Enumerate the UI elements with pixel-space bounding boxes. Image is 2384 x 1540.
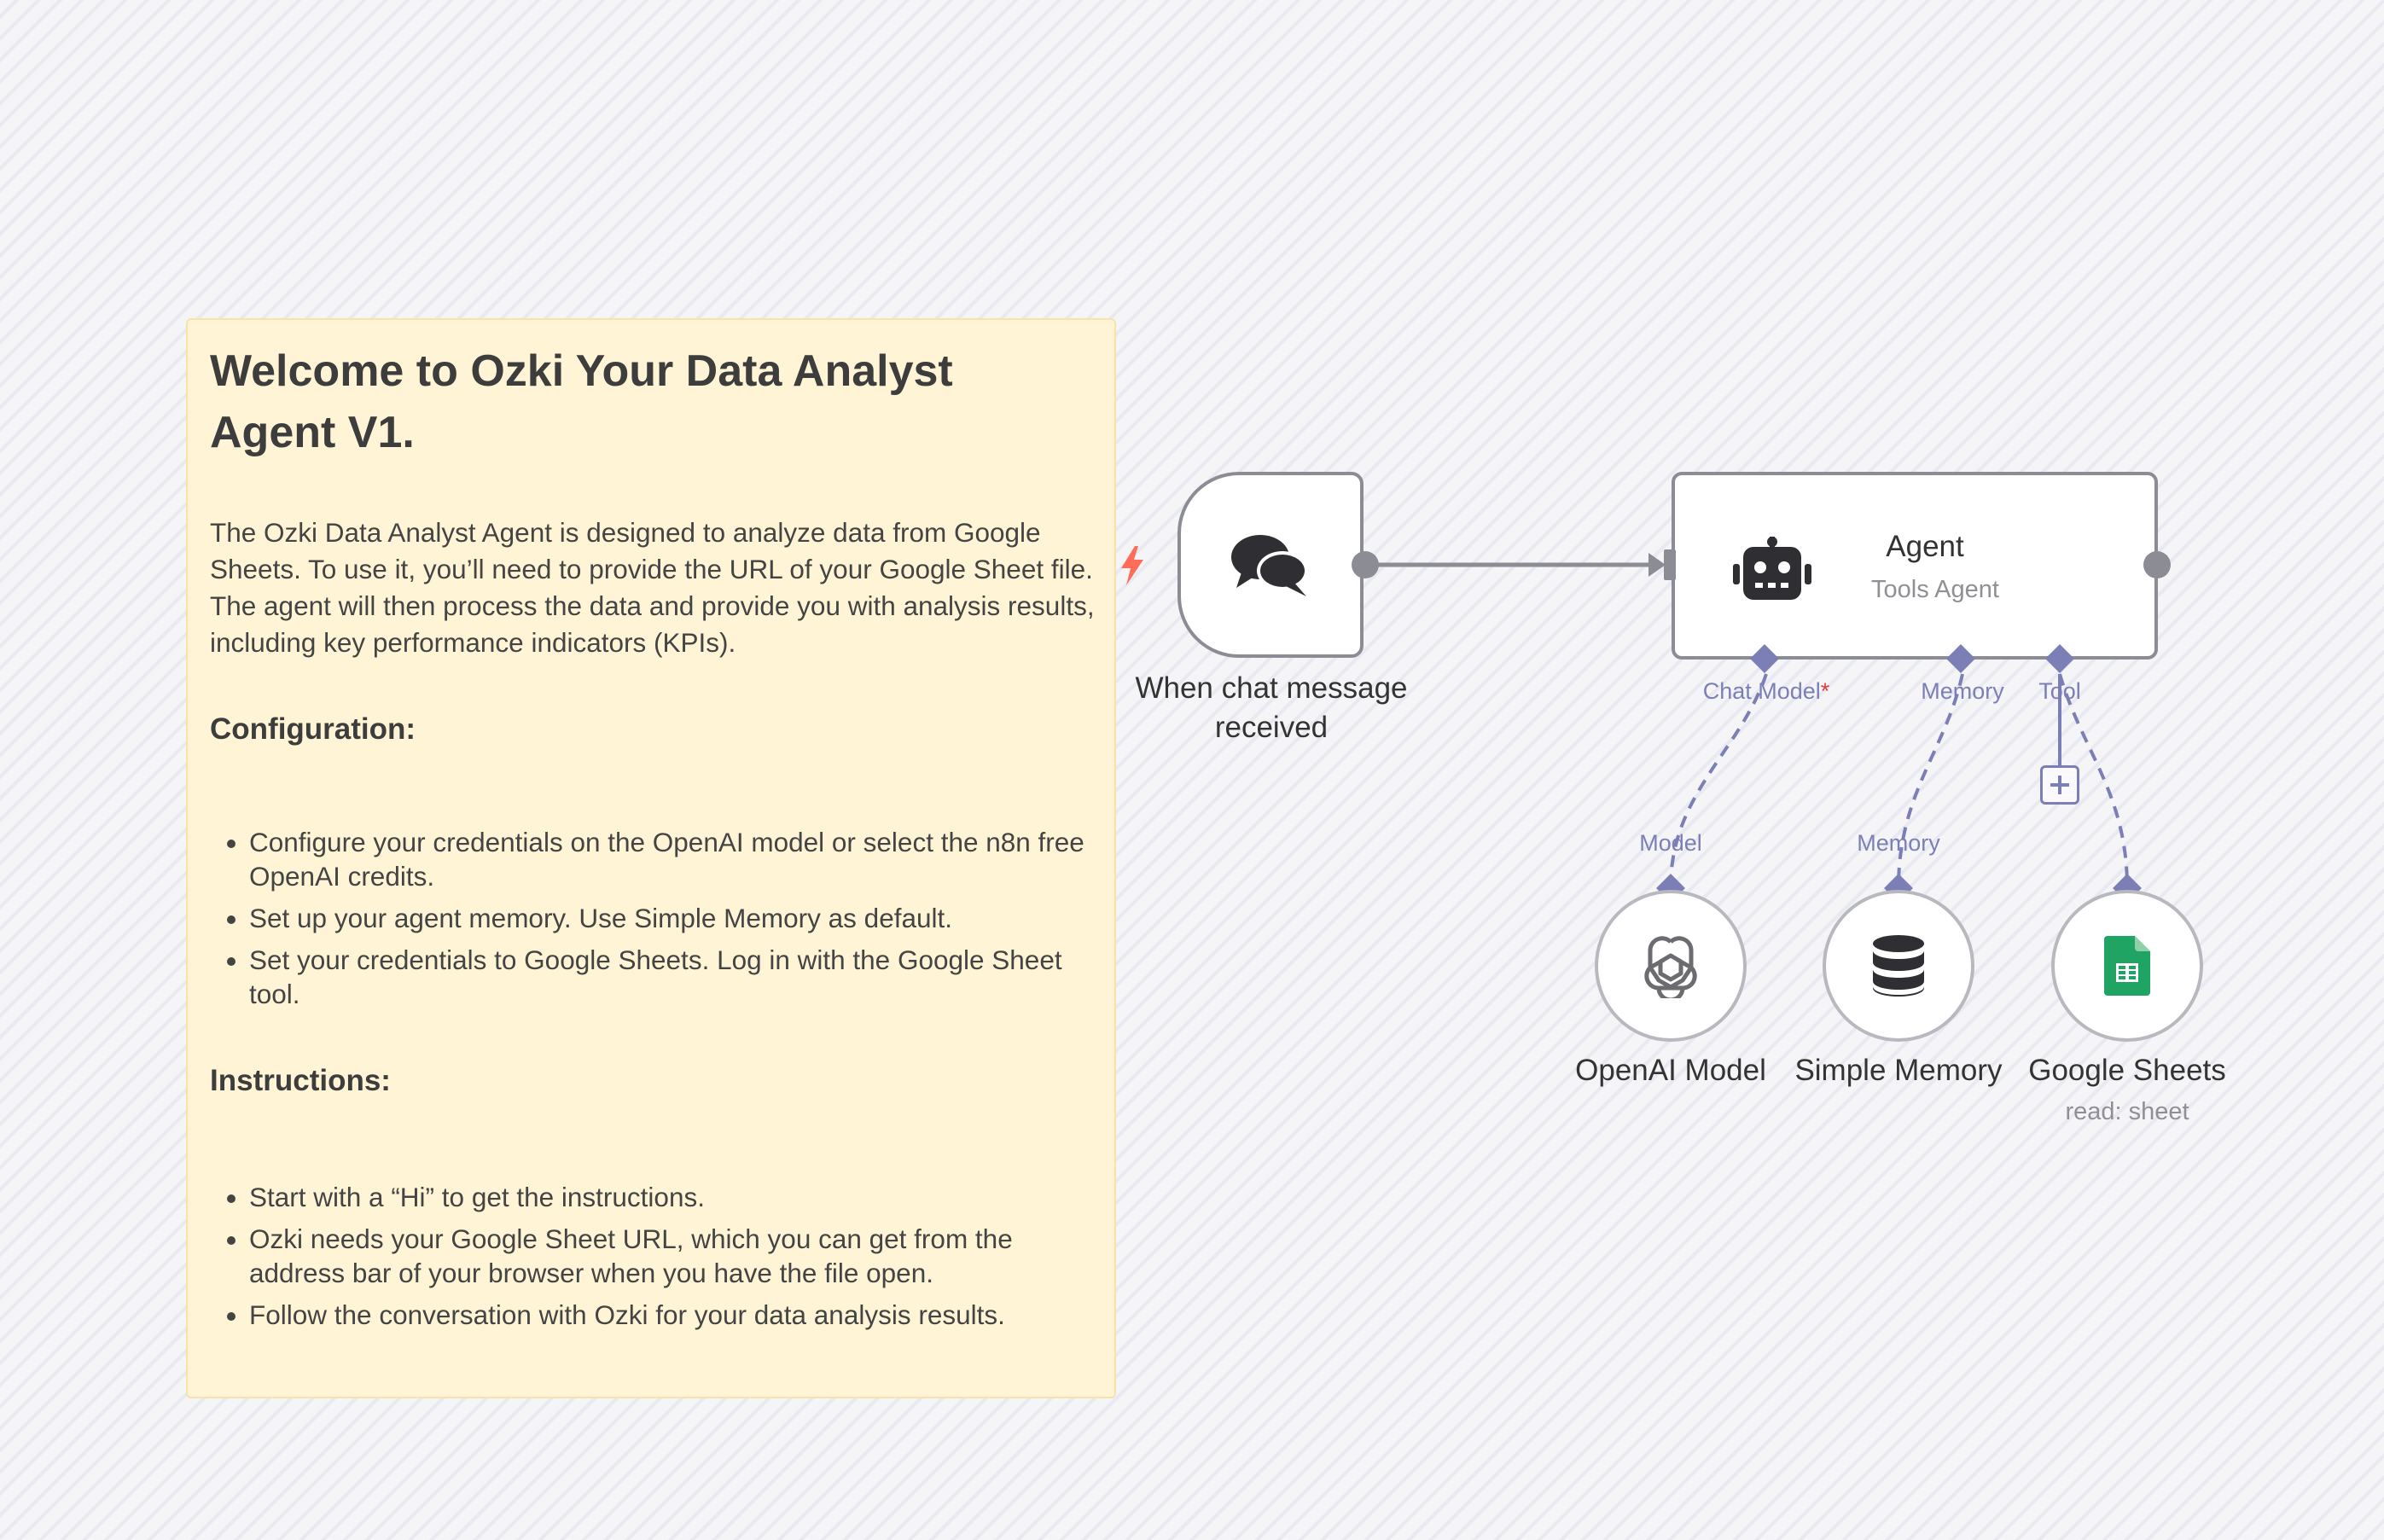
- agent-subtitle: Tools Agent: [1871, 576, 1999, 603]
- google-sheets-node-label: Google Sheets: [2028, 1054, 2226, 1087]
- google-sheets-icon: [2104, 936, 2150, 996]
- robot-icon: [1733, 537, 1811, 600]
- chat-bubbles-icon: [1231, 535, 1308, 596]
- chat-trigger-node[interactable]: [1177, 472, 1364, 658]
- list-item: Start with a “Hi” to get the instruction…: [249, 1180, 1102, 1214]
- instructions-list: Start with a “Hi” to get the instruction…: [210, 1180, 1089, 1332]
- google-sheets-node-subtitle: read: sheet: [2065, 1098, 2189, 1125]
- trigger-bolt-icon: [1121, 546, 1143, 585]
- add-tool-button[interactable]: [2040, 765, 2079, 805]
- memory-input-label: Memory: [1857, 830, 1940, 856]
- required-marker: *: [1820, 678, 1830, 704]
- instructions-heading: Instructions:: [210, 1064, 391, 1097]
- simple-memory-node-label: Simple Memory: [1794, 1054, 2003, 1087]
- agent-title-text: Agent: [1886, 530, 1964, 563]
- list-item: Set your credentials to Google Sheets. L…: [249, 943, 1102, 1011]
- tool-connection-label: Tool: [2038, 678, 2081, 704]
- model-input-label: Model: [1639, 830, 1702, 856]
- agent-output-handle[interactable]: [2143, 551, 2171, 578]
- plus-icon: [2050, 776, 2069, 794]
- main-connection-arrow: [1648, 553, 1666, 577]
- simple-memory-node[interactable]: [1823, 890, 1974, 1042]
- list-item: Set up your agent memory. Use Simple Mem…: [249, 901, 1102, 935]
- sticky-note[interactable]: Welcome to Ozki Your Data Analyst Agent …: [186, 318, 1116, 1398]
- agent-input-handle[interactable]: [1664, 549, 1676, 580]
- database-icon: [1873, 935, 1924, 997]
- configuration-heading: Configuration:: [210, 712, 416, 746]
- trigger-output-handle[interactable]: [1352, 551, 1379, 578]
- openai-icon: [1644, 936, 1697, 998]
- chat-model-connection-label: Chat Model*: [1681, 678, 1852, 705]
- openai-model-node[interactable]: [1595, 890, 1747, 1042]
- google-sheets-node[interactable]: [2051, 890, 2203, 1042]
- sticky-intro: The Ozki Data Analyst Agent is designed …: [210, 517, 1095, 658]
- memory-connection-label: Memory: [1921, 678, 2004, 704]
- openai-node-label: OpenAI Model: [1575, 1054, 1766, 1087]
- agent-title: Agent: [1675, 530, 2154, 564]
- list-item: Ozki needs your Google Sheet URL, which …: [249, 1222, 1102, 1290]
- list-item: Configure your credentials on the OpenAI…: [249, 825, 1102, 893]
- sticky-title: Welcome to Ozki Your Data Analyst Agent …: [210, 346, 953, 457]
- configuration-list: Configure your credentials on the OpenAI…: [210, 825, 1089, 1011]
- list-item: Follow the conversation with Ozki for yo…: [249, 1298, 1102, 1332]
- trigger-node-label: When chat message received: [1135, 671, 1408, 744]
- agent-node[interactable]: Agent Tools Agent: [1672, 472, 2158, 660]
- chat-model-label-text: Chat Model: [1702, 678, 1821, 704]
